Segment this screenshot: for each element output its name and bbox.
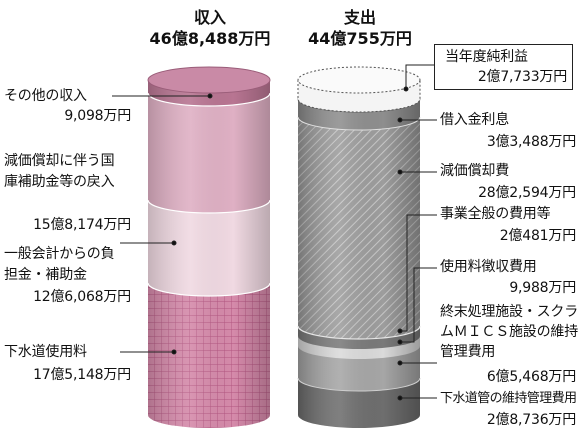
expense-leaders — [397, 64, 440, 401]
expense-label-general: 事業全般の費用等 — [440, 206, 551, 222]
expense-value-treatment: 6億5,468万円 — [486, 369, 576, 385]
expense-label-fee-collection: 使用料徴収費用 — [440, 259, 537, 275]
expense-value-interest: 3億3,488万円 — [486, 134, 576, 150]
expense-value-sewer-pipe: 2億8,736万円 — [486, 412, 576, 428]
income-cylinder-top — [147, 66, 271, 94]
expense-value-fee-collection: 9,988万円 — [509, 280, 576, 296]
income-leaders — [112, 93, 213, 355]
expense-label-depreciation: 減価償却費 — [440, 163, 509, 179]
income-value-sewer-fee: 17億5,148万円 — [33, 367, 131, 383]
income-cylinder — [147, 66, 271, 428]
income-label-subsidy-return: 減価償却に伴う国庫補助金等の戻入 — [4, 153, 115, 190]
income-value-general-account: 12億6,068万円 — [33, 289, 131, 305]
expense-total: 44億755万円 — [308, 29, 412, 48]
expense-cylinder-top — [297, 66, 421, 94]
expense-value-depreciation: 28億2,594万円 — [478, 185, 576, 201]
income-label-sewer-fee: 下水道使用料 — [4, 344, 87, 360]
income-total: 46億8,488万円 — [149, 29, 271, 48]
expense-label-interest: 借入金利息 — [440, 112, 509, 128]
income-value-other: 9,098万円 — [64, 108, 131, 124]
income-label-general-account: 一般会計からの負担金・補助金 — [4, 246, 115, 283]
expense-value-net-profit: 2億7,733万円 — [477, 69, 567, 85]
expense-label-sewer-pipe: 下水道管の維持管理費用 — [440, 391, 577, 406]
net-profit-box: 当年度純利益 2億7,733万円 — [434, 44, 573, 90]
income-title: 収入 — [193, 8, 226, 27]
income-label-other: その他の収入 — [4, 88, 87, 104]
expense-value-general: 2億481万円 — [499, 228, 576, 244]
income-value-subsidy-return: 15億8,174万円 — [33, 217, 131, 233]
expense-label-net-profit: 当年度純利益 — [445, 49, 528, 65]
expense-cylinder — [297, 66, 421, 428]
expense-label-treatment: 終末処理施設・スクラムＭＩＣＳ施設の維持管理費用 — [440, 304, 578, 360]
expense-title: 支出 — [343, 8, 376, 27]
